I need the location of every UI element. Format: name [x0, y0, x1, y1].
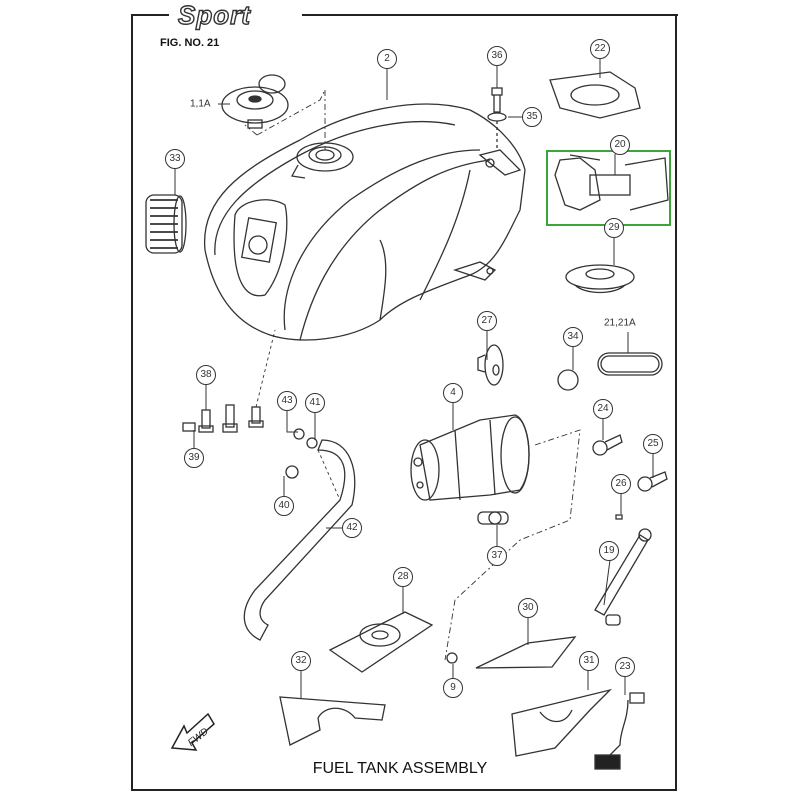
- callout-24[interactable]: 24: [593, 399, 613, 419]
- callout-41[interactable]: 41: [305, 393, 325, 413]
- callout-34[interactable]: 34: [563, 327, 583, 347]
- callout-19[interactable]: 19: [599, 541, 619, 561]
- fuel-cap-part-1: [221, 74, 289, 129]
- sensor-part-23: [594, 692, 645, 770]
- callout-29[interactable]: 29: [604, 218, 624, 238]
- check-valve-part-37: [477, 511, 509, 525]
- callout-22[interactable]: 22: [590, 39, 610, 59]
- highlight-box-part-20[interactable]: [546, 150, 671, 226]
- pad-part-28: [328, 611, 434, 673]
- callout-33[interactable]: 33: [165, 149, 185, 169]
- clip-part-43: [293, 428, 305, 440]
- screw-part-24: [592, 434, 623, 456]
- pad-part-31: [511, 688, 613, 757]
- ring-part-29: [565, 264, 635, 294]
- callout-25[interactable]: 25: [643, 434, 663, 454]
- label-21-21a[interactable]: 21,21A: [604, 317, 636, 329]
- callout-39[interactable]: 39: [184, 448, 204, 468]
- callout-35[interactable]: 35: [522, 107, 542, 127]
- pad-part-32: [279, 696, 386, 746]
- clamp-part-34: [557, 369, 579, 391]
- callout-9[interactable]: 9: [443, 678, 463, 698]
- callout-42[interactable]: 42: [342, 518, 362, 538]
- diagram-frame: [131, 14, 677, 791]
- cover-part-30: [475, 636, 577, 669]
- clip-part-41: [306, 437, 318, 449]
- pipe-part-19: [594, 528, 652, 626]
- figure-number: FIG. NO. 21: [160, 37, 220, 49]
- screw-part-25: [637, 471, 668, 492]
- label-1-1a[interactable]: 1,1A: [190, 98, 211, 110]
- fuel-tank-part-2: [203, 103, 526, 341]
- callout-23[interactable]: 23: [615, 657, 635, 677]
- fuel-pump-part-20: [554, 154, 669, 211]
- callout-20[interactable]: 20: [610, 135, 630, 155]
- callout-40[interactable]: 40: [274, 496, 294, 516]
- callout-31[interactable]: 31: [579, 651, 599, 671]
- nut-part-26: [615, 514, 623, 520]
- fuel-pump-body-part-4: [410, 414, 530, 501]
- clamp-part-40: [285, 465, 299, 479]
- callout-30[interactable]: 30: [518, 598, 538, 618]
- frame-top-left-line: [131, 14, 169, 16]
- hose-part-42: [243, 439, 356, 641]
- forward-arrow-icon: FWD: [170, 712, 215, 751]
- leader-lines: [174, 58, 654, 698]
- filter-part-33: [145, 194, 187, 254]
- callout-4[interactable]: 4: [443, 383, 463, 403]
- callout-27[interactable]: 27: [477, 311, 497, 331]
- callout-2[interactable]: 2: [377, 49, 397, 69]
- callout-28[interactable]: 28: [393, 567, 413, 587]
- callout-43[interactable]: 43: [277, 391, 297, 411]
- brand-logo: Sport: [174, 1, 255, 29]
- gasket-part-22: [549, 71, 641, 119]
- callout-36[interactable]: 36: [487, 46, 507, 66]
- callout-38[interactable]: 38: [196, 365, 216, 385]
- screw-part-38: [182, 404, 264, 433]
- callout-26[interactable]: 26: [611, 474, 631, 494]
- callout-37[interactable]: 37: [487, 546, 507, 566]
- bolt-part-36: [487, 87, 507, 150]
- clip-part-9: [446, 652, 458, 664]
- frame-top-right-line: [302, 14, 678, 16]
- o-ring-part-21: [597, 352, 663, 376]
- diagram-title: FUEL TANK ASSEMBLY: [312, 760, 488, 777]
- washer-part-27: [477, 344, 504, 386]
- callout-32[interactable]: 32: [291, 651, 311, 671]
